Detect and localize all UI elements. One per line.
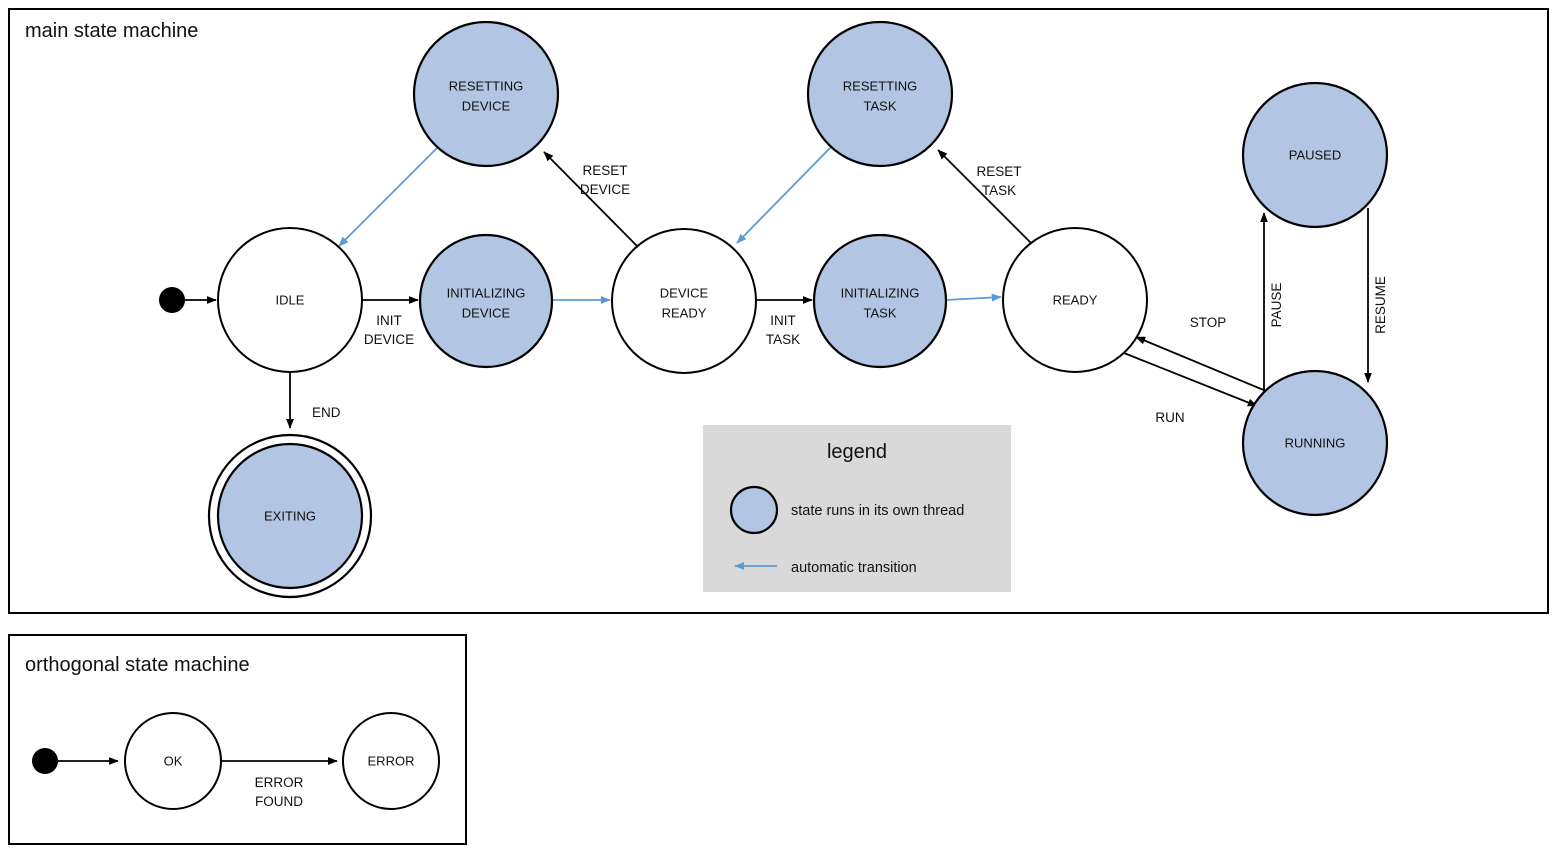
state-node-initializing-device[interactable]: INITIALIZING DEVICE bbox=[418, 233, 554, 369]
edge-running-to-ready bbox=[1135, 336, 1267, 392]
state-circle-paused bbox=[1241, 81, 1389, 229]
state-circle-running bbox=[1241, 369, 1389, 517]
label-reset-device-line2: DEVICE bbox=[580, 182, 630, 197]
state-circle-initializing-device bbox=[418, 233, 554, 369]
state-label-resetting-device-line2: DEVICE bbox=[462, 98, 511, 113]
state-circle-ready bbox=[1002, 227, 1148, 373]
legend-item-thread-label: state runs in its own thread bbox=[791, 503, 964, 519]
edge-resetting-device-to-idle bbox=[338, 147, 438, 247]
main-frame-border bbox=[8, 8, 1549, 614]
label-init-task-line2: TASK bbox=[766, 332, 800, 347]
legend-title: legend bbox=[827, 441, 887, 463]
state-node-error[interactable]: ERROR bbox=[342, 712, 440, 810]
state-circle-exiting bbox=[216, 442, 364, 590]
state-circle-error bbox=[342, 712, 440, 810]
state-circle-device-ready bbox=[611, 228, 757, 374]
state-label-ok: OK bbox=[164, 753, 183, 768]
edge-ready-to-resetting-task bbox=[937, 149, 1032, 244]
state-node-idle[interactable]: IDLE bbox=[217, 227, 363, 373]
label-end: END bbox=[312, 405, 341, 420]
label-reset-task-line1: RESET bbox=[976, 164, 1021, 179]
state-label-idle: IDLE bbox=[276, 292, 305, 307]
label-reset-task-line2: TASK bbox=[982, 183, 1016, 198]
state-circle-resetting-task bbox=[806, 20, 954, 168]
state-circle-ok bbox=[124, 712, 222, 810]
edge-device-ready-to-resetting-device bbox=[543, 151, 638, 247]
state-label-initializing-task-line1: INITIALIZING bbox=[841, 285, 920, 300]
main-start-dot bbox=[159, 287, 185, 313]
state-label-ready: READY bbox=[1053, 292, 1098, 307]
label-error-found-line1: ERROR bbox=[255, 775, 304, 790]
state-label-device-ready-line2: READY bbox=[662, 305, 707, 320]
legend: legend state runs in its own thread auto… bbox=[703, 425, 1011, 592]
edge-initializing-task-to-ready bbox=[945, 293, 1002, 302]
state-label-paused: PAUSED bbox=[1289, 147, 1342, 162]
state-label-resetting-task-line2: TASK bbox=[864, 98, 897, 113]
state-node-ok[interactable]: OK bbox=[124, 712, 222, 810]
state-node-exiting[interactable]: EXITING bbox=[207, 433, 373, 599]
state-node-paused[interactable]: PAUSED bbox=[1241, 81, 1389, 229]
state-label-device-ready-line1: DEVICE bbox=[660, 285, 709, 300]
state-label-resetting-task-line1: RESETTING bbox=[843, 78, 917, 93]
state-node-resetting-device[interactable]: RESETTING DEVICE bbox=[412, 20, 560, 168]
state-label-running: RUNNING bbox=[1285, 435, 1346, 450]
legend-item-auto-label: automatic transition bbox=[791, 560, 917, 576]
label-resume: RESUME bbox=[1373, 276, 1388, 334]
orthogonal-start-dot bbox=[32, 748, 58, 774]
label-reset-device-line1: RESET bbox=[582, 163, 627, 178]
state-label-initializing-device-line2: DEVICE bbox=[462, 305, 511, 320]
legend-thread-swatch-icon bbox=[729, 485, 779, 535]
label-init-device-line2: DEVICE bbox=[364, 332, 414, 347]
state-label-initializing-device-line1: INITIALIZING bbox=[447, 285, 526, 300]
edge-resetting-task-to-device-ready bbox=[736, 146, 832, 244]
label-init-task-line1: INIT bbox=[770, 313, 796, 328]
state-node-resetting-task[interactable]: RESETTING TASK bbox=[806, 20, 954, 168]
state-label-initializing-task-line2: TASK bbox=[864, 305, 897, 320]
label-stop: STOP bbox=[1190, 315, 1227, 330]
main-frame-title: main state machine bbox=[25, 20, 198, 42]
orthogonal-frame-title: orthogonal state machine bbox=[25, 654, 250, 676]
state-label-error: ERROR bbox=[368, 753, 415, 768]
state-node-device-ready[interactable]: DEVICE READY bbox=[611, 228, 757, 374]
label-error-found-line2: FOUND bbox=[255, 794, 303, 809]
state-label-resetting-device-line1: RESETTING bbox=[449, 78, 523, 93]
state-circle-initializing-task bbox=[812, 233, 948, 369]
state-circle-resetting-device bbox=[412, 20, 560, 168]
state-node-ready[interactable]: READY bbox=[1002, 227, 1148, 373]
state-circle-idle bbox=[217, 227, 363, 373]
label-init-device-line1: INIT bbox=[376, 313, 402, 328]
edge-ready-to-running bbox=[1123, 352, 1258, 407]
label-pause: PAUSE bbox=[1269, 283, 1284, 328]
state-node-running[interactable]: RUNNING bbox=[1241, 369, 1389, 517]
state-final-ring-exiting bbox=[207, 433, 373, 599]
state-label-exiting: EXITING bbox=[264, 508, 316, 523]
orthogonal-frame-border bbox=[8, 634, 467, 845]
state-node-initializing-task[interactable]: INITIALIZING TASK bbox=[812, 233, 948, 369]
label-run: RUN bbox=[1155, 410, 1184, 425]
